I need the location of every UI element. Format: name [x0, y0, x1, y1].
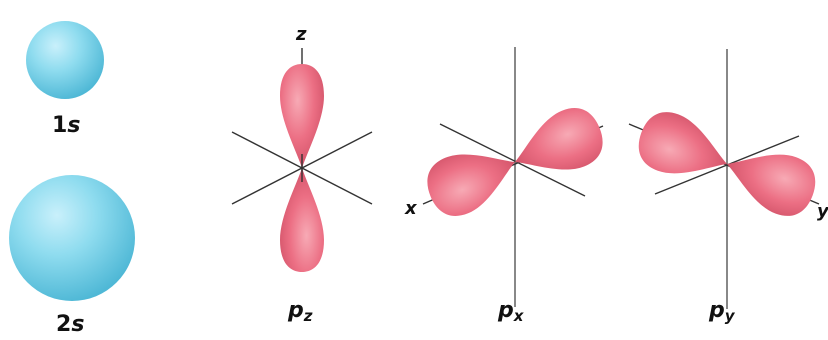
axis-label-y: y — [817, 201, 828, 222]
axis-label-x: x — [405, 198, 417, 219]
label-2s: 2s — [56, 312, 85, 337]
axis-label-z: z — [296, 24, 307, 45]
orbital-1s — [26, 21, 104, 99]
orbital-pz — [231, 48, 373, 272]
label-pz: pz — [288, 298, 313, 325]
orbital-py — [628, 49, 823, 309]
label-py: py — [709, 298, 735, 325]
orbital-2s — [9, 175, 135, 301]
orbital-px — [419, 47, 611, 307]
label-1s: 1s — [52, 113, 81, 138]
label-px: px — [498, 298, 524, 325]
